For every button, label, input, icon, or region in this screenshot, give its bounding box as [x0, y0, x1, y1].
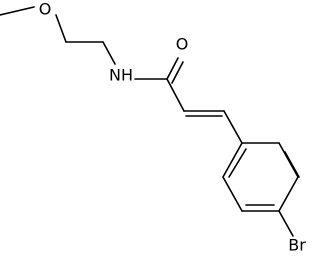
bond-methyl-oxygen	[0, 6, 35, 16]
ring-bond-right-upper	[278, 142, 299, 178]
methoxy-oxygen-label: O	[39, 0, 52, 19]
bond-ch2-nitrogen	[102, 41, 116, 65]
bond-carbonyl-oxygen-2	[171, 61, 184, 84]
ring-inner-bond-3	[228, 148, 247, 178]
carbonyl-oxygen-label: O	[176, 35, 189, 54]
bromine-label: Br	[288, 236, 306, 255]
bond-beta-ring	[223, 110, 243, 144]
ring-inner-bond-1	[284, 151, 300, 178]
amide-nitrogen-label: NH	[109, 66, 133, 85]
bond-ring-bromine	[278, 210, 294, 237]
structural-formula: O NH O Br	[0, 0, 306, 255]
bond-oxygen-ch2	[55, 14, 67, 43]
bond-carbonyl-alpha	[166, 78, 185, 112]
ring-bond-left-upper	[222, 142, 243, 178]
bond-carbonyl-oxygen-1	[166, 57, 179, 80]
ring-bond-left-lower	[222, 176, 243, 212]
ring-bond-right-lower	[278, 176, 299, 212]
